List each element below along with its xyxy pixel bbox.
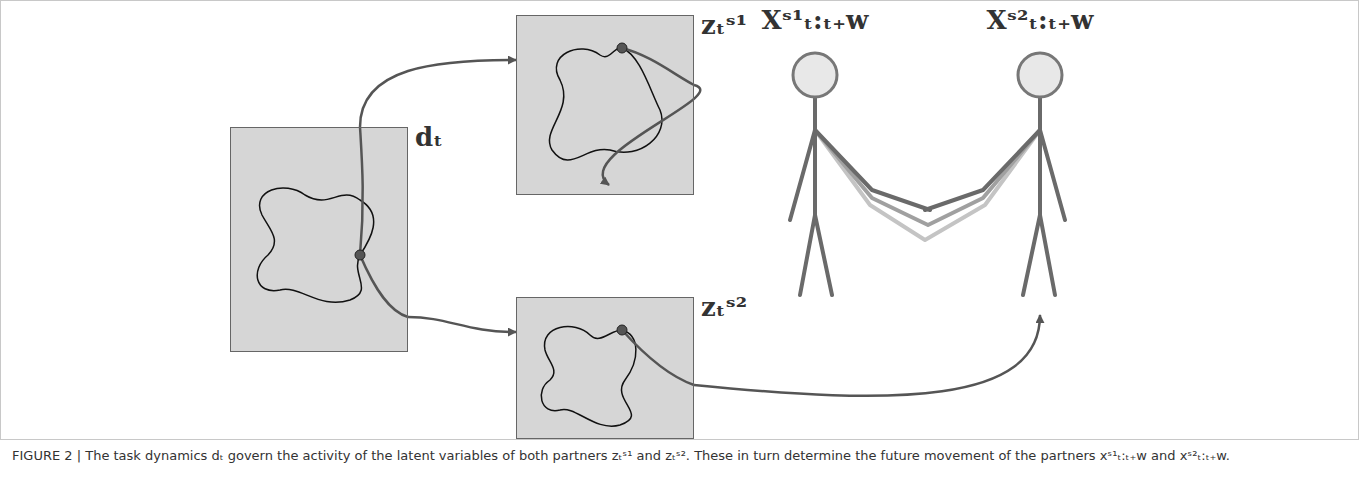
trajectory-curve [549, 48, 662, 160]
latent-space-box: zₜˢ² [516, 297, 694, 439]
partner-figure: Xˢ¹ₜ:ₜ₊w [609, 5, 1021, 315]
variable-label: dₜ [415, 122, 443, 152]
inner-line [622, 48, 694, 85]
figure-frame [1, 1, 1359, 440]
inner-line [360, 127, 363, 255]
stick-figures [790, 53, 1065, 295]
influence-arrow [360, 60, 516, 127]
box-fill [230, 127, 408, 352]
variable-label: zₜˢ² [701, 292, 747, 322]
inner-line [622, 330, 694, 385]
state-dot [617, 43, 627, 53]
influence-arrow [408, 317, 516, 332]
partner-figure: Xˢ²ₜ:ₜ₊w [834, 5, 1246, 315]
task-dynamics-box: dₜ [230, 127, 408, 352]
latent-space-box: zₜˢ¹ [516, 15, 694, 195]
variable-label: zₜˢ¹ [701, 10, 747, 40]
trajectory-curve [257, 188, 373, 302]
influence-arrow [603, 85, 701, 185]
state-dot [355, 250, 365, 260]
figure-label: Xˢ¹ₜ:ₜ₊w [609, 5, 1021, 35]
trajectory-curve [541, 327, 636, 427]
figure-caption: FIGURE 2 | The task dynamics dₜ govern t… [12, 447, 1347, 465]
influence-arrow [694, 315, 1040, 396]
inner-line [360, 255, 408, 317]
figure-label: Xˢ²ₜ:ₜ₊w [834, 5, 1246, 35]
state-dot [617, 325, 627, 335]
box-fill [516, 297, 694, 439]
